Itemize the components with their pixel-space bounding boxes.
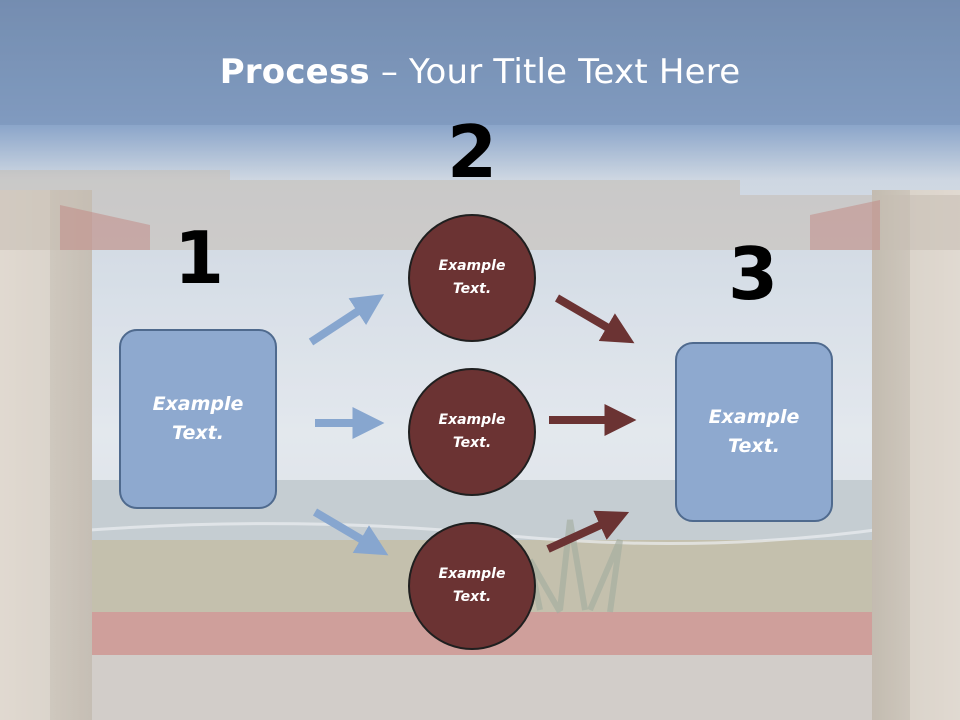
step-number-2: 2 bbox=[446, 110, 498, 194]
step-number-3: 3 bbox=[727, 232, 779, 316]
arrow-1-to-top bbox=[308, 294, 385, 346]
step-2-circle-middle: Example Text. bbox=[408, 368, 536, 496]
arrow-top-to-3 bbox=[554, 294, 635, 344]
step-2-circle-bottom: Example Text. bbox=[408, 522, 536, 650]
title-bold: Process bbox=[219, 52, 370, 92]
step-2-circle-top: Example Text. bbox=[408, 214, 536, 342]
title-rest: – Your Title Text Here bbox=[369, 52, 741, 92]
step-number-1: 1 bbox=[173, 216, 225, 300]
step-1-box: Example Text. bbox=[119, 329, 277, 509]
arrow-1-to-bottom bbox=[312, 508, 389, 556]
slide-title: Process – Your Title Text Here bbox=[0, 52, 960, 92]
arrow-bottom-to-3 bbox=[546, 510, 630, 553]
step-3-box: Example Text. bbox=[675, 342, 833, 522]
